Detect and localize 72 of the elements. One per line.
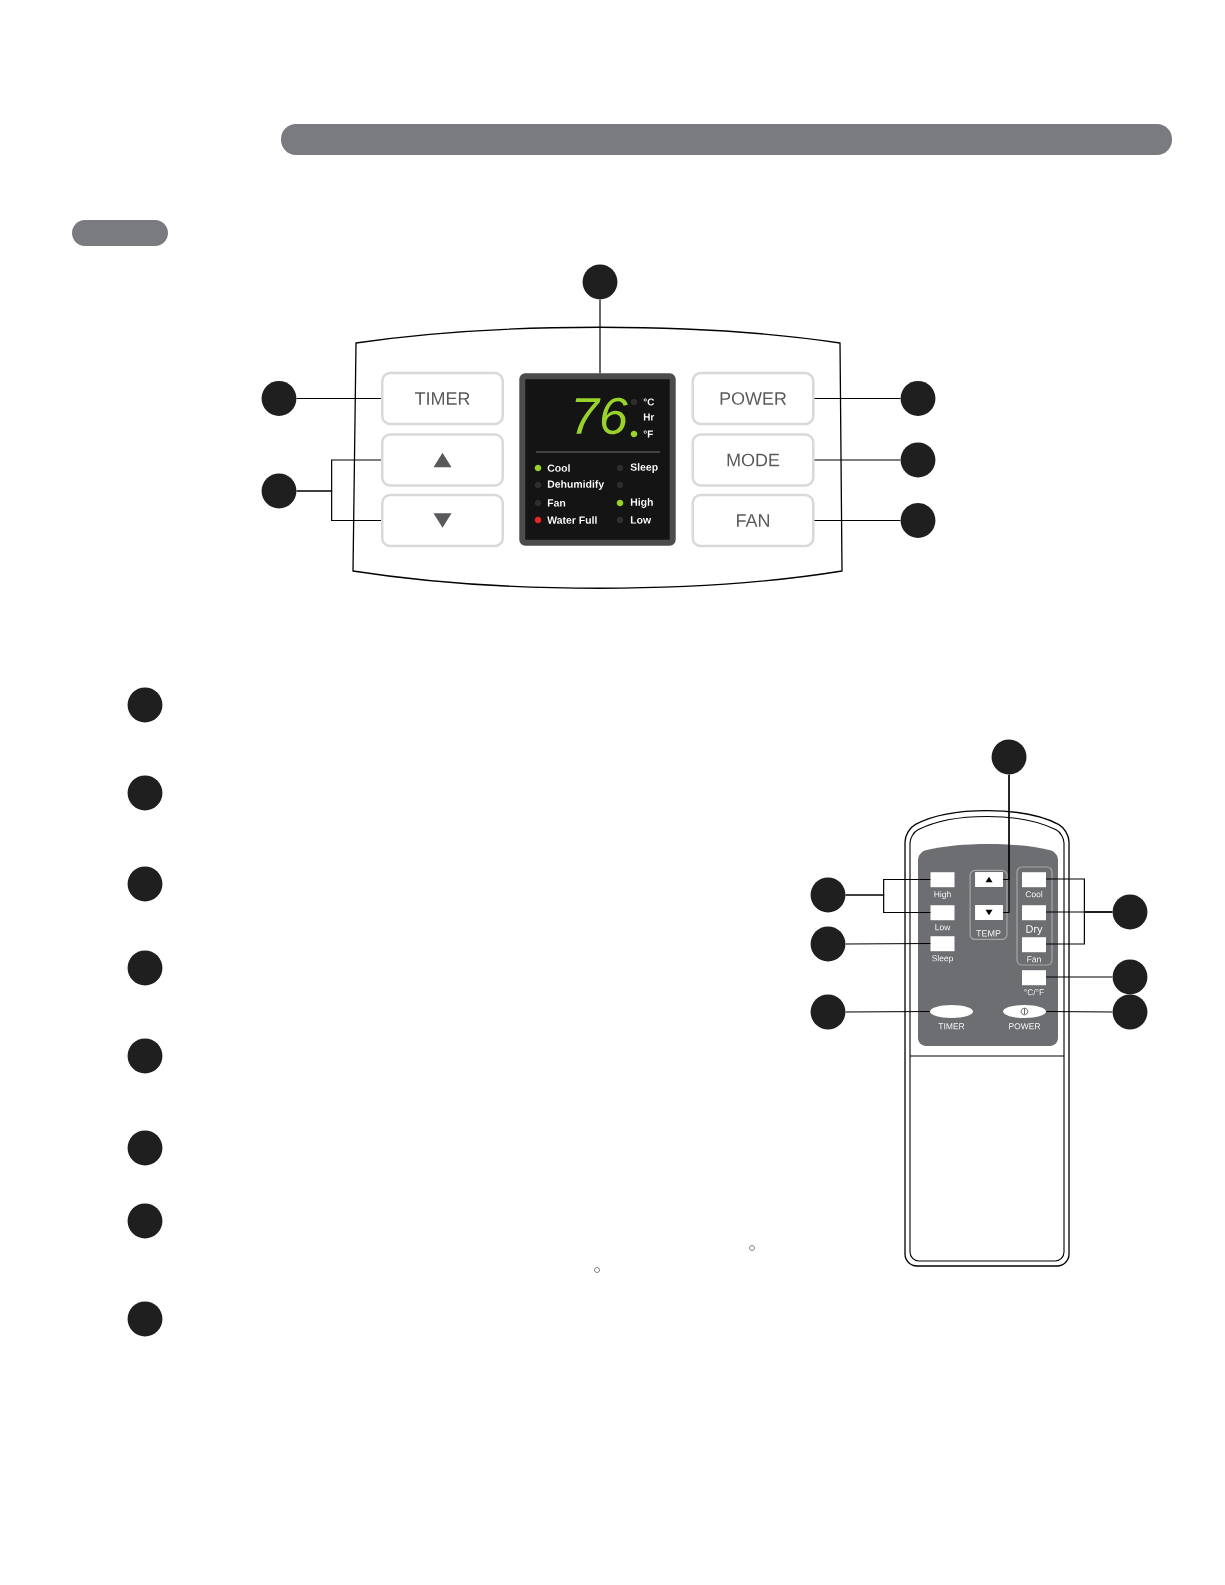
- unit-label: Hr: [643, 413, 655, 421]
- remote-button: °C/°F: [1022, 970, 1046, 996]
- callout-circle: [810, 926, 846, 962]
- arrow-button: [975, 905, 1003, 920]
- oval-button: POWER: [1003, 1005, 1046, 1030]
- callout-circle: [1112, 959, 1148, 995]
- remote-button: Low: [930, 905, 955, 931]
- node-label: Low: [935, 924, 951, 931]
- node-label: TIMER: [938, 1023, 965, 1030]
- node-label: °C/°F: [1024, 989, 1044, 996]
- callout-circle: [261, 381, 297, 416]
- indicator-label: Water Full: [547, 516, 597, 524]
- leader-line: [1045, 1010, 1113, 1013]
- callout-circle: [810, 994, 846, 1030]
- oval-button: TIMER: [930, 1005, 973, 1030]
- control-button: FAN: [691, 493, 815, 548]
- callout-circle: [900, 503, 936, 538]
- callout-circle: [900, 442, 936, 478]
- callout-circle: [582, 264, 618, 300]
- node-label: Fan: [1027, 956, 1041, 963]
- leader-line: [296, 490, 382, 522]
- leader-line: [813, 397, 901, 400]
- remote-button: Dry: [1022, 905, 1046, 935]
- indicator-label: Sleep: [630, 463, 658, 473]
- control-button: TIMER: [381, 371, 505, 426]
- callout-circle: [1112, 894, 1148, 930]
- callout-circle: [127, 950, 163, 986]
- node-label: Dry: [1026, 925, 1043, 935]
- callout-circle: [127, 1130, 163, 1166]
- arrow-button: [381, 493, 505, 548]
- control-button: MODE: [691, 433, 815, 487]
- leader-line: [599, 299, 601, 374]
- leader-line: [1045, 976, 1113, 978]
- node-label: Sleep: [932, 955, 953, 963]
- callout-circle: [261, 473, 297, 509]
- leader-line: [845, 894, 931, 914]
- control-button: POWER: [691, 371, 815, 426]
- callout-circle: [127, 687, 163, 723]
- callout-circle: [1112, 994, 1148, 1030]
- leader-line: [1045, 911, 1113, 945]
- arrow-button: [975, 872, 1003, 887]
- leader-line: [813, 459, 901, 461]
- remote-button: Cool: [1022, 872, 1046, 898]
- node-label: Cool: [1025, 891, 1043, 898]
- callout-circle: [991, 739, 1027, 775]
- leader-line: [845, 1010, 931, 1013]
- callout-circle: [127, 1203, 163, 1239]
- callout-circle: [127, 1038, 163, 1074]
- callout-circle: [127, 775, 163, 811]
- node-label: High: [934, 891, 951, 899]
- button-group: TEMP: [969, 869, 1008, 940]
- unit-label: °F: [643, 430, 653, 438]
- remote-button: Sleep: [930, 936, 955, 963]
- indicator-label: Fan: [547, 499, 566, 507]
- leader-line: [1002, 774, 1010, 914]
- callout-circle: [127, 866, 163, 902]
- arrow-button: [381, 433, 505, 487]
- remote-button: Fan: [1022, 937, 1046, 963]
- temperature-reading: 76: [575, 397, 628, 435]
- leader-line: [845, 942, 931, 945]
- display-panel: [519, 373, 676, 546]
- callout-circle: [810, 877, 846, 913]
- callout-circle: [900, 381, 936, 416]
- indicator-label: Cool: [547, 464, 570, 472]
- indicator-label: Low: [630, 516, 652, 524]
- leader-line: [813, 519, 901, 522]
- callout-circle: [127, 1301, 163, 1337]
- unit-label: °C: [643, 398, 655, 406]
- indicator-label: Dehumidify: [547, 480, 605, 490]
- remote-button: High: [930, 872, 955, 899]
- leader-line: [296, 397, 382, 400]
- indicator-label: High: [630, 498, 653, 508]
